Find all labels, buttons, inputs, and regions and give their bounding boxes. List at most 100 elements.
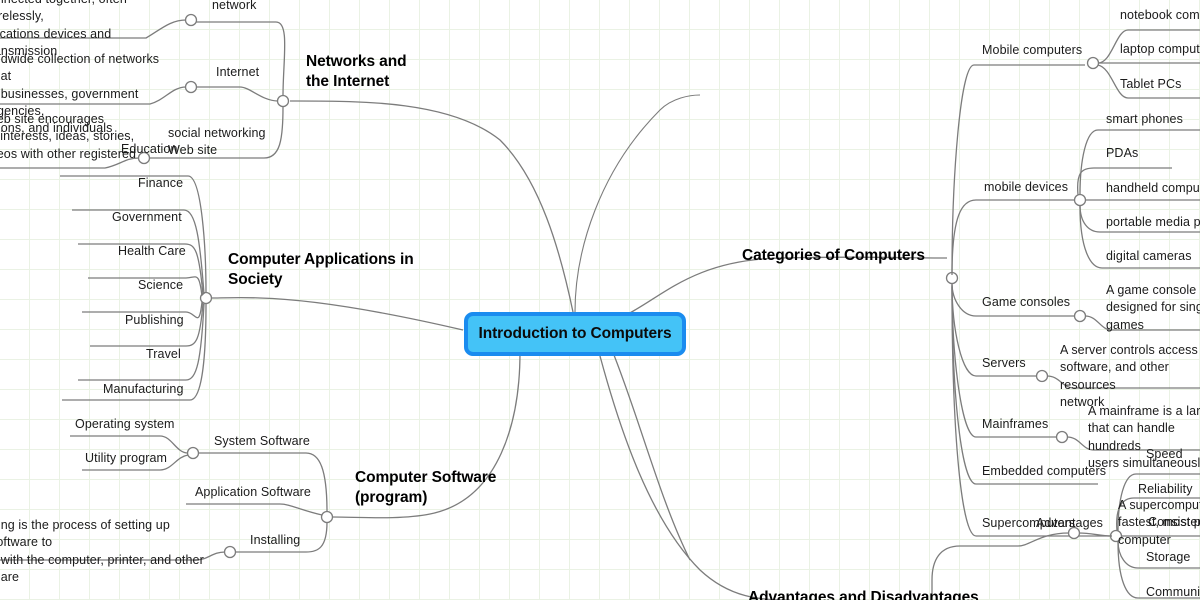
node-mobile-devices-label: mobile devices — [984, 180, 1069, 194]
node-government-label: Government — [112, 210, 182, 224]
node-portable-media-players-label: portable media players — [1106, 215, 1200, 229]
node-finance-label: Finance — [138, 176, 184, 190]
node-consistency[interactable]: Consistency — [1148, 514, 1200, 531]
branch-title-categories[interactable]: Categories of Computers — [742, 246, 925, 266]
desc-installing: ...ng is the process of setting up softw… — [0, 517, 210, 586]
desc-social-line1: ...eb site encourages — [0, 112, 105, 126]
node-government[interactable]: Government — [112, 209, 182, 226]
root-node[interactable]: Introduction to Computers — [464, 312, 686, 356]
node-operating-system-label: Operating system — [75, 417, 175, 431]
node-reliability-label: Reliability — [1138, 482, 1193, 496]
desc-supercomputer-line1: A supercomputer — [1118, 498, 1200, 512]
node-mobile-computers-label: Mobile computers — [982, 43, 1083, 57]
node-social-networking-web-site[interactable]: social networking Web site — [168, 125, 266, 160]
branch-networks-line1: Networks and — [306, 53, 407, 70]
node-operating-system[interactable]: Operating system — [75, 416, 175, 433]
node-tablet-pcs-label: Tablet PCs — [1120, 77, 1182, 91]
desc-server-line2: software, and other resources — [1060, 360, 1169, 392]
node-embedded-computers[interactable]: Embedded computers — [982, 463, 1106, 480]
node-laptop-computers-label: laptop computers — [1120, 42, 1200, 56]
node-network[interactable]: network — [212, 0, 256, 14]
node-speed[interactable]: Speed — [1146, 446, 1183, 463]
node-consistency-label: Consistency — [1148, 515, 1200, 529]
node-health-care-label: Health Care — [118, 244, 186, 258]
node-internet[interactable]: Internet — [216, 64, 259, 81]
node-social-line1: social networking — [168, 126, 266, 140]
node-reliability[interactable]: Reliability — [1138, 481, 1193, 498]
branch-categories-label: Categories of Computers — [742, 247, 925, 264]
node-health-care[interactable]: Health Care — [118, 243, 186, 260]
branch-title-software[interactable]: Computer Software (program) — [355, 468, 496, 508]
node-mainframes-label: Mainframes — [982, 417, 1049, 431]
node-manufacturing[interactable]: Manufacturing — [103, 381, 184, 398]
node-tablet-pcs[interactable]: Tablet PCs — [1120, 76, 1181, 93]
node-science[interactable]: Science — [138, 277, 183, 294]
desc-installing-line3: ...are — [0, 569, 20, 584]
node-utility-program-label: Utility program — [85, 451, 168, 465]
desc-supercomputer: A supercomputer fastest, most pow comput… — [1118, 497, 1200, 549]
branch-applications-line1: Computer Applications in — [228, 251, 414, 268]
node-publishing[interactable]: Publishing — [125, 312, 184, 329]
desc-supercomputer-line3: computer — [1118, 532, 1171, 547]
desc-game-console-line3: games — [1106, 317, 1145, 332]
node-smart-phones[interactable]: smart phones — [1106, 111, 1183, 128]
node-utility-program[interactable]: Utility program — [85, 450, 167, 467]
node-travel-label: Travel — [146, 347, 181, 361]
desc-mainframe-line1: A mainframe is a large, — [1088, 404, 1200, 418]
node-servers[interactable]: Servers — [982, 355, 1026, 372]
desc-network-line1: ...nnected together, often wirelessly, — [0, 0, 127, 24]
node-finance[interactable]: Finance — [138, 175, 183, 192]
node-digital-cameras-label: digital cameras — [1106, 249, 1192, 263]
node-storage-label: Storage — [1146, 550, 1191, 564]
desc-internet: ...dwide collection of networks that ...… — [0, 51, 170, 137]
node-mainframes[interactable]: Mainframes — [982, 416, 1048, 433]
node-travel[interactable]: Travel — [146, 346, 181, 363]
node-storage[interactable]: Storage — [1146, 549, 1190, 566]
desc-server-line3: network — [1060, 394, 1105, 409]
node-speed-label: Speed — [1146, 447, 1183, 461]
node-embedded-computers-label: Embedded computers — [982, 464, 1107, 478]
node-communications-label: Communications — [1146, 585, 1200, 599]
branch-applications-line2: Society — [228, 271, 283, 289]
node-installing[interactable]: Installing — [250, 532, 300, 549]
node-social-line2: Web site — [168, 143, 218, 158]
node-installing-label: Installing — [250, 533, 301, 547]
node-notebook-computers[interactable]: notebook computers — [1120, 7, 1200, 24]
branch-software-line1: Computer Software — [355, 469, 497, 486]
desc-game-console: A game console is a designed for single … — [1106, 282, 1200, 334]
node-pdas[interactable]: PDAs — [1106, 145, 1138, 162]
node-pdas-label: PDAs — [1106, 146, 1139, 160]
desc-supercomputer-line2: fastest, most pow — [1118, 515, 1200, 530]
node-publishing-label: Publishing — [125, 313, 184, 327]
branch-title-networks[interactable]: Networks and the Internet — [306, 52, 407, 92]
desc-server: A server controls access to software, an… — [1060, 342, 1200, 411]
branch-advantages-label: Advantages and Disadvantages — [748, 589, 979, 600]
node-handheld-computers[interactable]: handheld computers — [1106, 180, 1200, 197]
desc-social-networking: ...eb site encourages ... interests, ide… — [0, 111, 166, 163]
node-science-label: Science — [138, 278, 184, 292]
node-digital-cameras[interactable]: digital cameras — [1106, 248, 1192, 265]
branch-title-advantages[interactable]: Advantages and Disadvantages — [748, 588, 979, 600]
node-system-software[interactable]: System Software — [214, 433, 310, 450]
node-mobile-devices[interactable]: mobile devices — [984, 179, 1068, 196]
node-advantages[interactable]: Advantages — [1036, 515, 1103, 532]
desc-network: ...nnected together, often wirelessly, .… — [0, 0, 178, 60]
desc-social-line3: ...eos with other registered — [0, 146, 137, 161]
node-laptop-computers[interactable]: laptop computers — [1120, 41, 1200, 58]
node-communications[interactable]: Communications — [1146, 584, 1200, 600]
node-portable-media-players[interactable]: portable media players — [1106, 214, 1200, 231]
branch-title-applications[interactable]: Computer Applications in Society — [228, 250, 414, 290]
node-manufacturing-label: Manufacturing — [103, 382, 184, 396]
node-mobile-computers[interactable]: Mobile computers — [982, 42, 1082, 59]
branch-software-line2: (program) — [355, 489, 428, 507]
node-application-software[interactable]: Application Software — [195, 484, 311, 501]
node-supercomputers[interactable]: Supercomputers — [982, 515, 1075, 532]
node-education[interactable]: Education — [121, 141, 178, 158]
node-notebook-computers-label: notebook computers — [1120, 8, 1200, 22]
desc-internet-line3: ...ons, and individuals — [0, 121, 113, 135]
root-node-label: Introduction to Computers — [478, 325, 672, 342]
node-advantages-label: Advantages — [1036, 516, 1104, 530]
node-supercomputers-label: Supercomputers — [982, 516, 1076, 530]
node-game-consoles[interactable]: Game consoles — [982, 294, 1070, 311]
